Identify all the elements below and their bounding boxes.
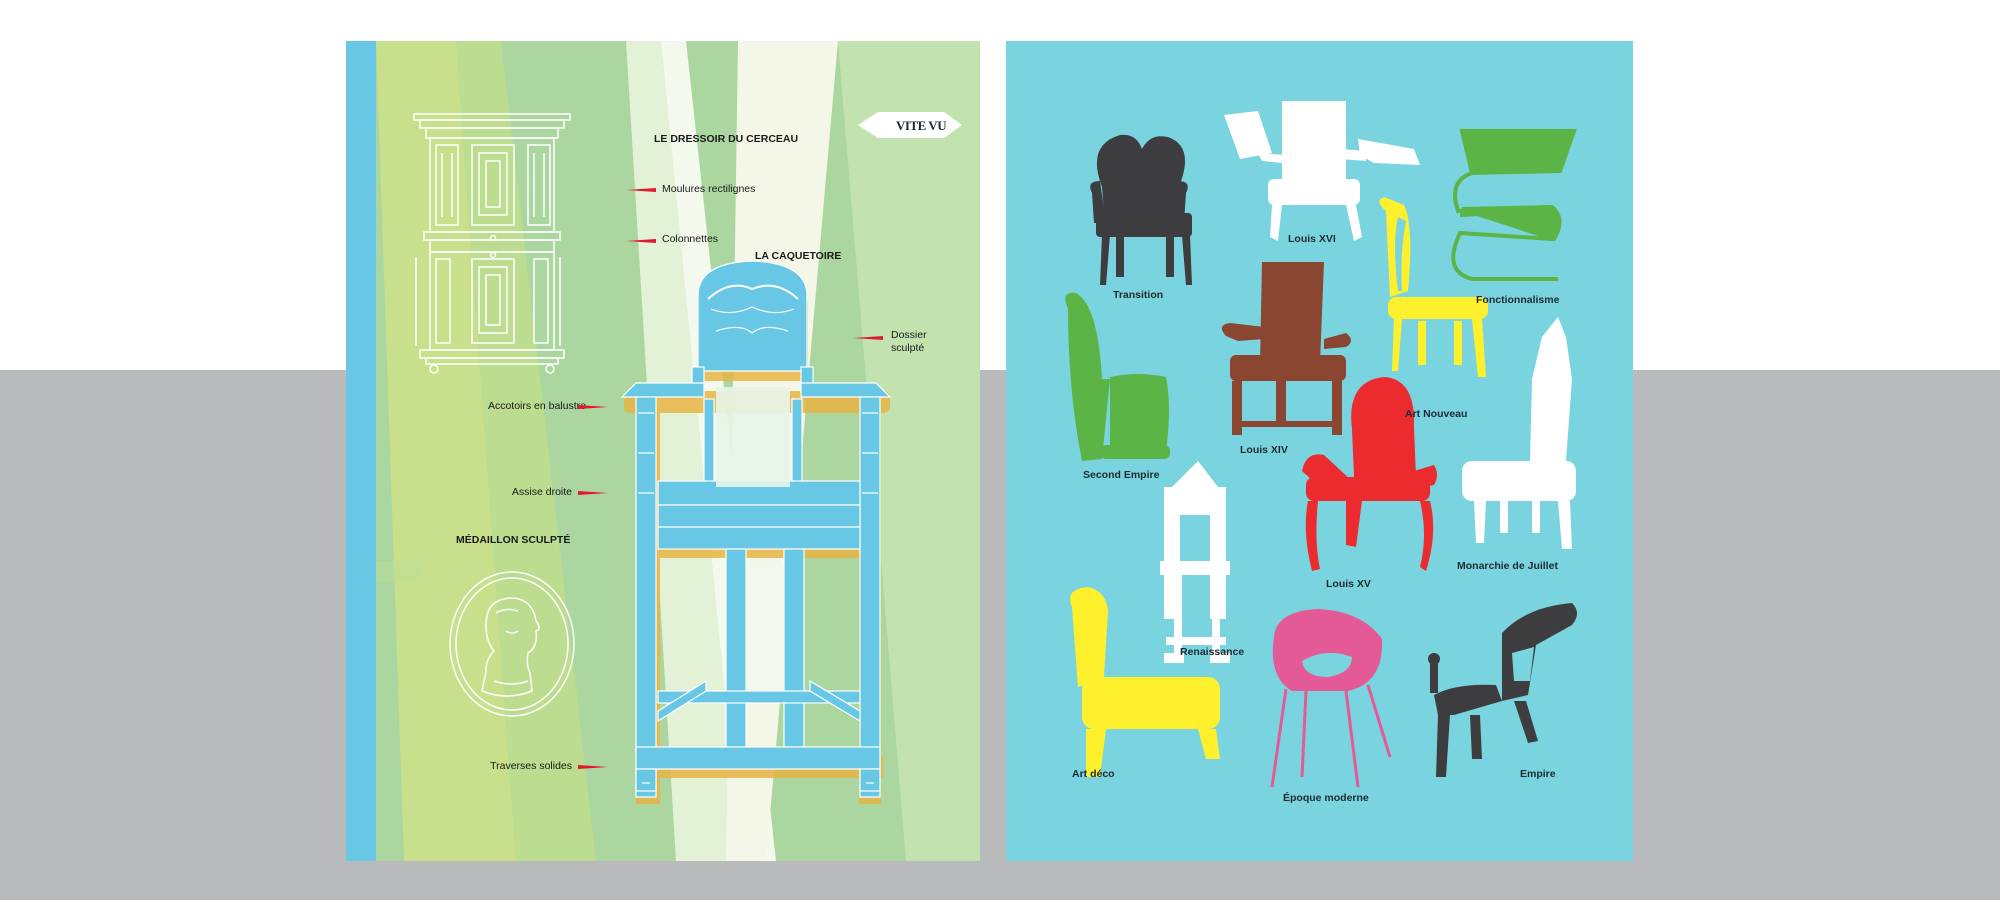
label-dossier-line2: sculpté xyxy=(891,342,925,354)
label-second-empire: Second Empire xyxy=(1083,469,1160,481)
label-epoque-moderne: Époque moderne xyxy=(1283,792,1369,804)
left-page-illustration xyxy=(346,41,980,861)
label-renaissance: Renaissance xyxy=(1180,646,1245,658)
chair-art-nouveau-silhouette xyxy=(1379,197,1488,377)
label-traverses: Traverses solides xyxy=(490,760,572,772)
label-dossier-line1: Dossier xyxy=(891,329,927,341)
label-transition: Transition xyxy=(1113,289,1164,301)
title-dressoir: LE DRESSOIR DU CERCEAU xyxy=(654,133,799,145)
arrow-accotoirs xyxy=(578,405,608,409)
label-art-nouveau: Art Nouveau xyxy=(1405,408,1468,420)
label-assise: Assise droite xyxy=(511,486,572,498)
chair-renaissance-silhouette xyxy=(1160,461,1230,663)
label-colonnettes: Colonnettes xyxy=(662,233,719,245)
right-page: Transition Louis XVI Fonctionnalisme Sec… xyxy=(1006,41,1633,861)
dressoir-drawing xyxy=(413,113,571,374)
title-caquetoire: LA CAQUETOIRE xyxy=(755,250,842,262)
chair-louis-xvi-silhouette xyxy=(1224,101,1420,241)
caquetoire-chair xyxy=(620,260,892,798)
gray-background-band xyxy=(0,370,2000,900)
label-fonctionnalisme: Fonctionnalisme xyxy=(1476,294,1560,306)
chair-monarchie-de-juillet-silhouette xyxy=(1462,317,1576,549)
title-medaillon: MÉDAILLON SCULPTÉ xyxy=(456,534,571,546)
vite-vu-label: VITE VU xyxy=(896,118,947,133)
chair-louis-xv-silhouette xyxy=(1302,377,1437,571)
label-monarchie-de-juillet: Monarchie de Juillet xyxy=(1457,560,1558,572)
chair-epoque-moderne-silhouette xyxy=(1270,609,1392,788)
label-louis-xvi: Louis XVI xyxy=(1288,233,1336,245)
label-moulures: Moulures rectilignes xyxy=(662,183,756,195)
vite-vu-badge xyxy=(858,112,962,138)
arrow-assise xyxy=(578,491,608,495)
arrow-traverses xyxy=(578,765,608,769)
arrow-colonnettes xyxy=(626,239,656,243)
arrow-dossier xyxy=(853,336,883,340)
chair-transition-silhouette xyxy=(1090,134,1192,285)
label-empire: Empire xyxy=(1520,768,1556,780)
label-louis-xv: Louis XV xyxy=(1326,578,1371,590)
chair-silhouettes xyxy=(1065,101,1577,788)
chair-art-deco-silhouette xyxy=(1070,587,1220,777)
arrow-moulures xyxy=(626,188,656,192)
chair-louis-xiv-silhouette xyxy=(1221,262,1351,435)
label-art-deco: Art déco xyxy=(1072,768,1115,780)
chair-second-empire-silhouette xyxy=(1065,292,1170,461)
chair-empire-silhouette xyxy=(1428,603,1577,777)
label-louis-xiv: Louis XIV xyxy=(1240,444,1288,456)
left-page: VITE VU LE DRESSOIR DU CERCEAU Moulures … xyxy=(346,41,980,861)
chair-fonctionnalisme-silhouette xyxy=(1451,129,1577,281)
medallion-drawing xyxy=(449,571,575,717)
label-accotoirs: Accotoirs en balustre xyxy=(487,400,586,412)
